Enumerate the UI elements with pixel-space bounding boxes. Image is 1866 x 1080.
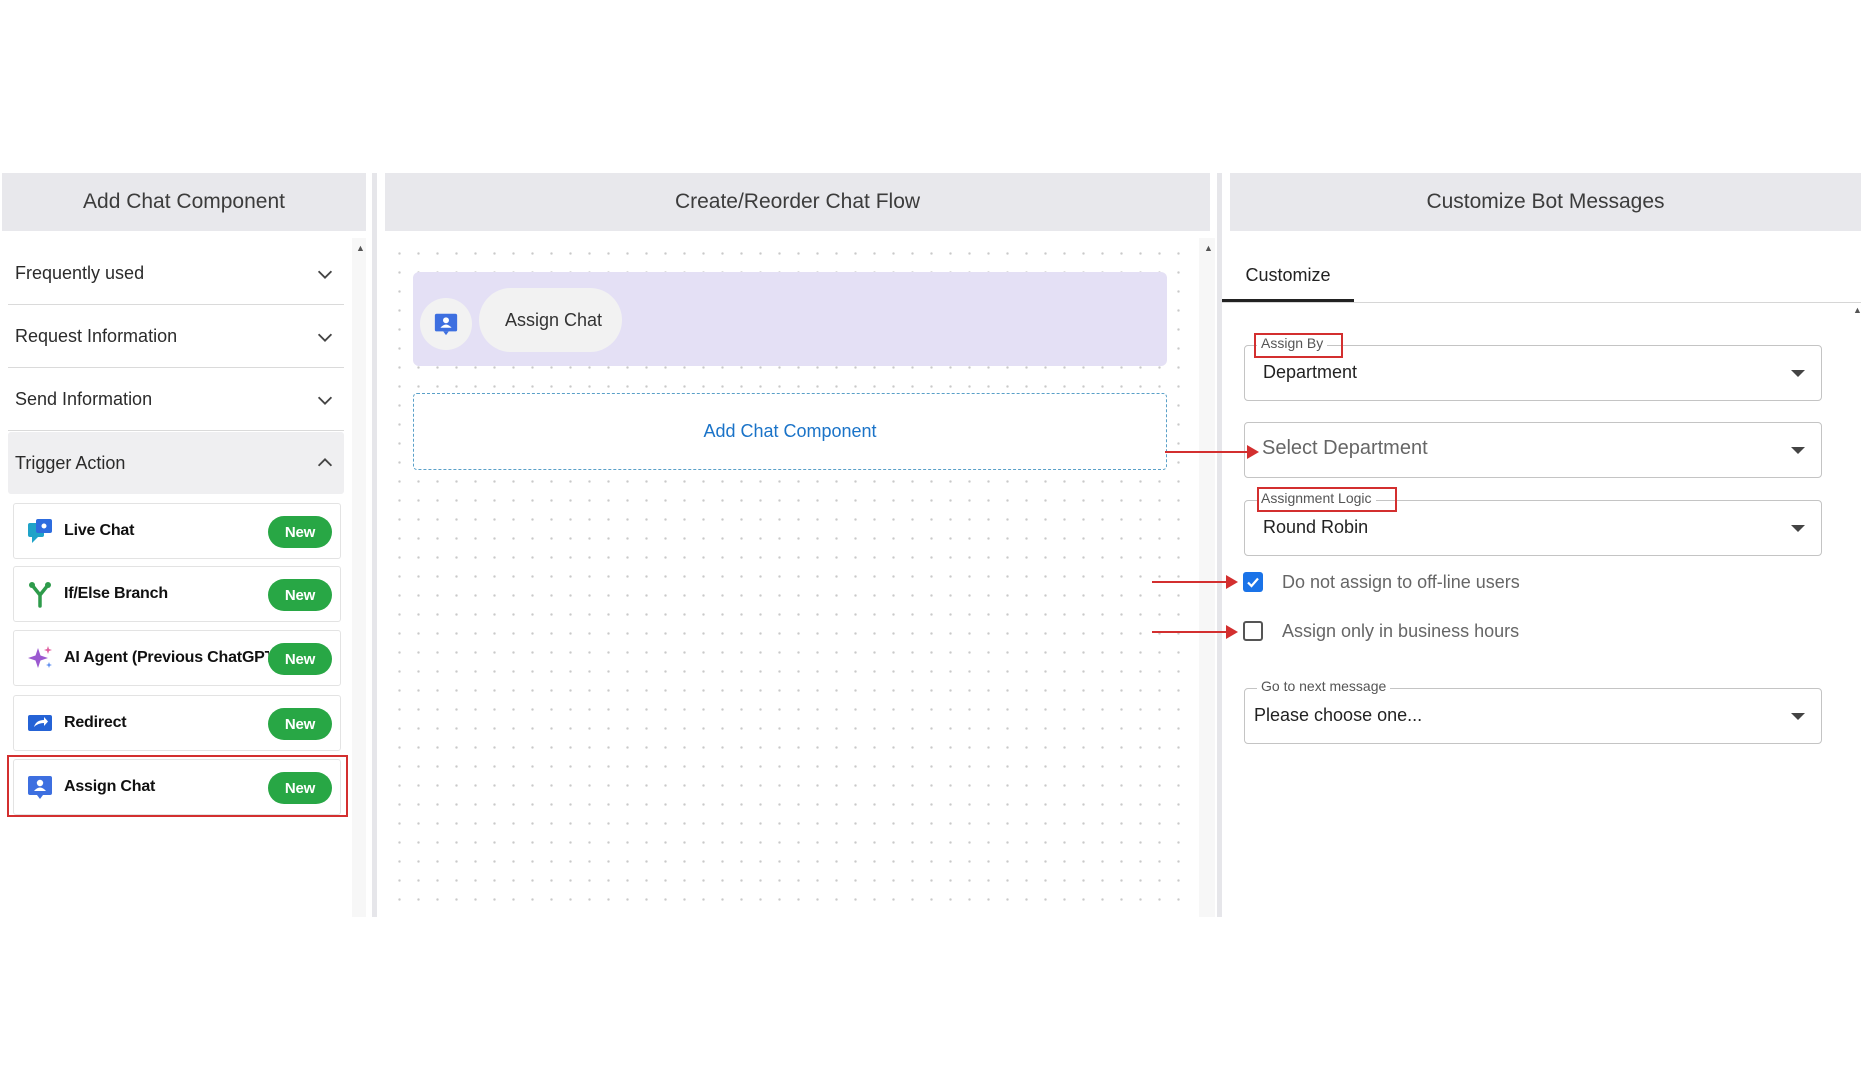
header-title: Customize Bot Messages — [1426, 190, 1665, 213]
customize-bot-header: Customize Bot Messages — [1230, 173, 1861, 231]
field-value: Please choose one... — [1254, 705, 1423, 725]
assign-by-select[interactable]: Assign By Department — [1244, 335, 1822, 401]
component-assign-chat[interactable]: Assign Chat New — [13, 759, 341, 815]
field-placeholder: Select Department — [1262, 437, 1428, 459]
field-value: Round Robin — [1263, 517, 1369, 537]
add-component-label: Add Chat Component — [703, 421, 877, 441]
assign-chat-icon — [26, 773, 54, 801]
scroll-up-icon[interactable]: ▲ — [356, 243, 365, 253]
tab-customize[interactable]: Customize — [1222, 252, 1354, 302]
chevron-down-icon — [317, 396, 333, 405]
section-label: Request Information — [15, 326, 178, 346]
panel-divider[interactable] — [1217, 173, 1222, 917]
field-legend: Assignment Logic — [1257, 490, 1376, 506]
component-live-chat[interactable]: Live Chat New — [13, 503, 341, 559]
checkbox-label: Assign only in business hours — [1282, 620, 1520, 641]
assignment-logic-select[interactable]: Assignment Logic Round Robin — [1244, 490, 1822, 556]
new-badge: New — [268, 579, 332, 611]
annotation-highlight — [1257, 487, 1397, 512]
component-label: AI Agent (Previous ChatGPT) — [64, 649, 269, 666]
annotation-arrow — [1165, 445, 1259, 459]
component-ai-agent[interactable]: AI Agent (Previous ChatGPT) New — [13, 630, 341, 686]
tab-label: Customize — [1245, 265, 1331, 285]
component-redirect[interactable]: Redirect New — [13, 695, 341, 751]
live-chat-icon — [26, 517, 54, 545]
dropdown-arrow-icon — [1791, 525, 1805, 532]
section-label: Frequently used — [15, 263, 145, 283]
checkbox-label: Do not assign to off-line users — [1282, 571, 1520, 592]
left-scrollbar[interactable] — [352, 238, 366, 917]
new-badge: New — [268, 516, 332, 548]
annotation-arrow — [1152, 625, 1238, 639]
component-label: Live Chat — [64, 522, 135, 539]
section-send-information[interactable]: Send Information — [8, 369, 344, 431]
field-legend: Assign By — [1257, 335, 1328, 351]
component-if-else-branch[interactable]: If/Else Branch New — [13, 566, 341, 622]
scroll-up-icon[interactable]: ▲ — [1204, 243, 1213, 253]
new-badge: New — [268, 772, 332, 804]
dropdown-arrow-icon — [1791, 447, 1805, 454]
chevron-down-icon — [317, 333, 333, 342]
checkbox-business-hours[interactable]: Assign only in business hours — [1243, 617, 1519, 645]
assign-chat-icon — [420, 298, 472, 350]
chevron-down-icon — [317, 270, 333, 279]
annotation-arrow — [1152, 575, 1238, 589]
flow-node-assign-chat[interactable]: Assign Chat — [413, 272, 1167, 366]
next-message-select[interactable]: Go to next message Please choose one... — [1244, 678, 1822, 744]
canvas-scrollbar[interactable] — [1199, 238, 1215, 917]
header-title: Create/Reorder Chat Flow — [674, 190, 921, 213]
annotation-highlight — [7, 755, 348, 817]
section-label: Send Information — [15, 389, 153, 409]
panel-divider[interactable] — [372, 173, 377, 917]
section-trigger-action[interactable]: Trigger Action — [8, 432, 344, 494]
component-label: If/Else Branch — [64, 585, 168, 602]
flow-node-label: Assign Chat — [479, 288, 623, 352]
tab-underline — [1222, 302, 1861, 303]
branch-icon — [26, 580, 54, 608]
add-chat-component-button[interactable]: Add Chat Component — [413, 393, 1167, 470]
chat-flow-header: Create/Reorder Chat Flow — [385, 173, 1210, 231]
section-request-information[interactable]: Request Information — [8, 306, 344, 368]
field-value: Department — [1263, 362, 1358, 382]
checkbox-unchecked-icon[interactable] — [1243, 621, 1263, 641]
add-chat-component-header: Add Chat Component — [2, 173, 366, 231]
sparkle-icon — [26, 644, 54, 672]
new-badge: New — [268, 708, 332, 740]
header-title: Add Chat Component — [83, 190, 285, 213]
section-frequently-used[interactable]: Frequently used — [8, 243, 344, 305]
redirect-icon — [26, 709, 54, 737]
dropdown-arrow-icon — [1791, 370, 1805, 377]
annotation-highlight — [1254, 333, 1343, 358]
checkbox-checked-icon[interactable] — [1243, 572, 1263, 592]
checkbox-offline-users[interactable]: Do not assign to off-line users — [1243, 568, 1520, 596]
section-label: Trigger Action — [15, 452, 126, 473]
new-badge: New — [268, 643, 332, 675]
chevron-up-icon — [317, 458, 333, 467]
department-select[interactable]: Select Department — [1244, 422, 1822, 478]
dropdown-arrow-icon — [1791, 713, 1805, 720]
field-legend: Go to next message — [1257, 678, 1391, 694]
component-label: Redirect — [64, 714, 127, 731]
scroll-up-icon[interactable]: ▲ — [1853, 305, 1862, 315]
component-label: Assign Chat — [64, 778, 156, 795]
